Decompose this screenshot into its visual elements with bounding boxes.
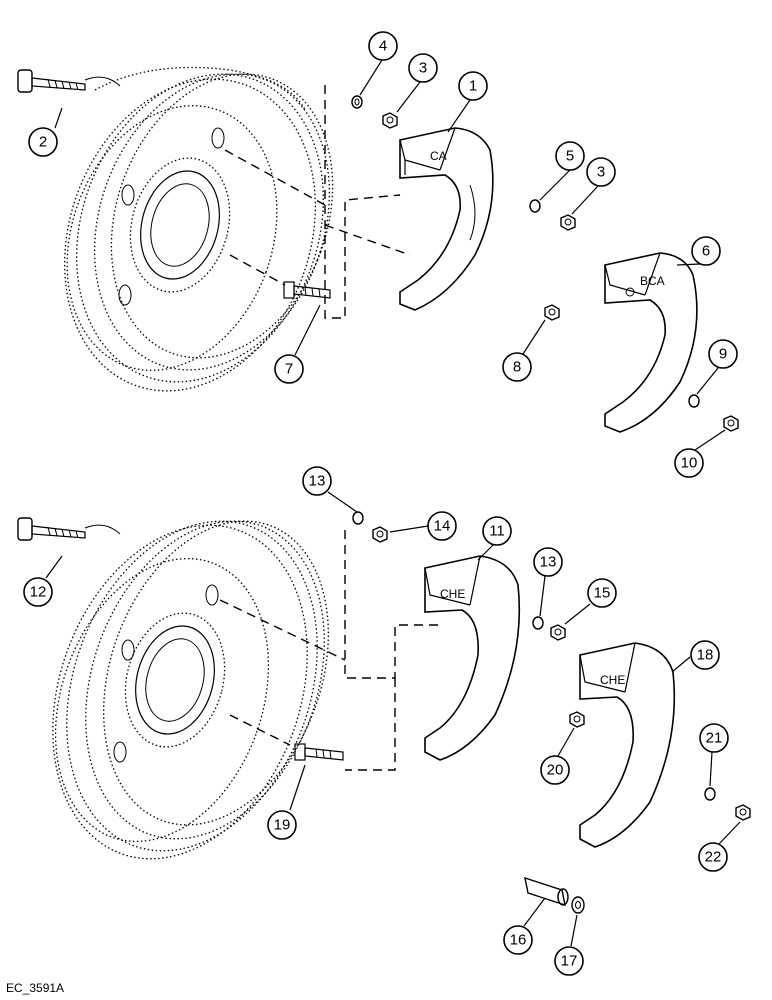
svg-text:BCA: BCA [640, 274, 665, 288]
lower-wheel-rim [52, 520, 329, 860]
svg-text:13: 13 [540, 554, 557, 571]
svg-text:14: 14 [434, 518, 451, 535]
callout-10: 10 [674, 448, 704, 478]
callout-13: 13 [302, 466, 332, 496]
svg-text:19: 19 [274, 817, 291, 834]
wheel-stud-upper [283, 281, 331, 299]
svg-text:22: 22 [705, 849, 722, 866]
callout-5: 5 [555, 141, 585, 171]
svg-text:20: 20 [547, 762, 564, 779]
svg-text:4: 4 [379, 38, 387, 55]
svg-text:12: 12 [30, 584, 47, 601]
wheel-weight-18: CHE [579, 642, 676, 848]
callout-7: 7 [274, 354, 304, 384]
callout-22: 22 [698, 842, 728, 872]
upper-wheel-hub [118, 127, 231, 306]
callout-18: 18 [690, 640, 720, 670]
svg-text:11: 11 [489, 523, 505, 540]
svg-text:1: 1 [469, 78, 477, 95]
svg-text:7: 7 [285, 361, 293, 378]
callout-14: 14 [427, 511, 457, 541]
callout-4: 4 [368, 31, 398, 61]
svg-text:17: 17 [561, 953, 578, 970]
callout-3: 3 [408, 53, 438, 83]
svg-text:3: 3 [597, 164, 605, 181]
wheel-bolt-upper [17, 69, 121, 93]
callout-8: 8 [502, 352, 532, 382]
svg-text:16: 16 [510, 932, 527, 949]
callout-3: 3 [586, 157, 616, 187]
svg-text:5: 5 [566, 148, 574, 165]
upper-fasteners [351, 95, 739, 432]
callout-12: 12 [23, 577, 53, 607]
svg-text:CA: CA [430, 149, 447, 163]
svg-text:9: 9 [719, 346, 727, 363]
svg-text:8: 8 [513, 359, 521, 376]
upper-wheel-assembly: CA BCA [17, 66, 739, 433]
svg-text:18: 18 [697, 647, 714, 664]
wheel-weight-11: CHE [424, 555, 521, 761]
wheel-weight-1: CA [399, 127, 494, 311]
callout-17: 17 [554, 946, 584, 976]
svg-text:CHE: CHE [600, 673, 625, 687]
svg-text:2: 2 [39, 134, 47, 151]
lower-fasteners [352, 511, 751, 914]
svg-text:3: 3 [419, 60, 427, 77]
wheel-weight-6: BCA [604, 252, 698, 433]
lower-wheel-assembly: CHE CHE [17, 511, 751, 914]
callout-6: 6 [691, 236, 721, 266]
callout-15: 15 [587, 578, 617, 608]
callout-1: 1 [458, 71, 488, 101]
figure-reference: EC_3591A [6, 981, 64, 995]
svg-text:21: 21 [706, 730, 723, 747]
callout-21: 21 [699, 723, 729, 753]
callout-20: 20 [540, 755, 570, 785]
wheel-stud-lower [294, 743, 344, 761]
lower-wheel-hub [113, 584, 226, 763]
svg-text:10: 10 [681, 455, 698, 472]
callout-2: 2 [28, 127, 58, 157]
wheel-bolt-lower [17, 517, 121, 541]
callouts: 2 4 3 1 5 3 6 7 8 9 10 13 14 11 12 13 15… [23, 31, 741, 976]
callout-11: 11 [482, 516, 512, 546]
callout-16: 16 [503, 925, 533, 955]
svg-text:15: 15 [594, 585, 611, 602]
upper-wheel-rim [64, 66, 334, 392]
callout-13: 13 [533, 547, 563, 577]
callout-9: 9 [708, 339, 738, 369]
svg-text:CHE: CHE [440, 587, 465, 601]
callout-19: 19 [267, 810, 297, 840]
svg-text:13: 13 [309, 473, 326, 490]
svg-text:6: 6 [702, 243, 710, 260]
